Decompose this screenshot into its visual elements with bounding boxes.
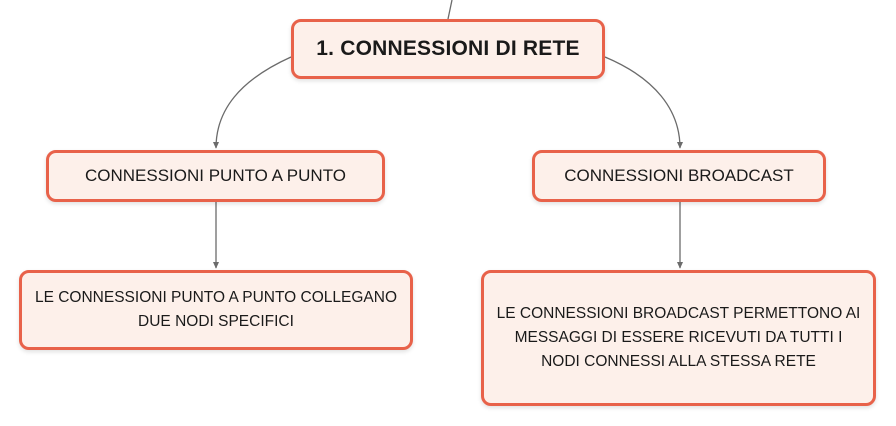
detail-node-punto-a-punto[interactable]: LE CONNESSIONI PUNTO A PUNTO COLLEGANO D… xyxy=(19,270,413,350)
root-node-label: 1. CONNESSIONI DI RETE xyxy=(316,37,580,60)
incoming-connector xyxy=(447,0,453,20)
detail-node-text: LE CONNESSIONI PUNTO A PUNTO COLLEGANO D… xyxy=(34,289,398,330)
branch-node-label: CONNESSIONI PUNTO A PUNTO xyxy=(84,166,347,185)
detail-node-broadcast[interactable]: LE CONNESSIONI BROADCAST PERMETTONO AI M… xyxy=(481,270,876,406)
branch-node-punto-a-punto[interactable]: CONNESSIONI PUNTO A PUNTO xyxy=(46,150,385,202)
branch-node-broadcast[interactable]: CONNESSIONI BROADCAST xyxy=(532,150,826,202)
connector-root-to-left xyxy=(212,56,292,149)
connector-root-to-right xyxy=(604,56,684,149)
root-node[interactable]: 1. CONNESSIONI DI RETE xyxy=(291,19,605,79)
branch-node-label: CONNESSIONI BROADCAST xyxy=(564,166,794,185)
detail-node-text: LE CONNESSIONI BROADCAST PERMETTONO AI M… xyxy=(496,305,861,370)
